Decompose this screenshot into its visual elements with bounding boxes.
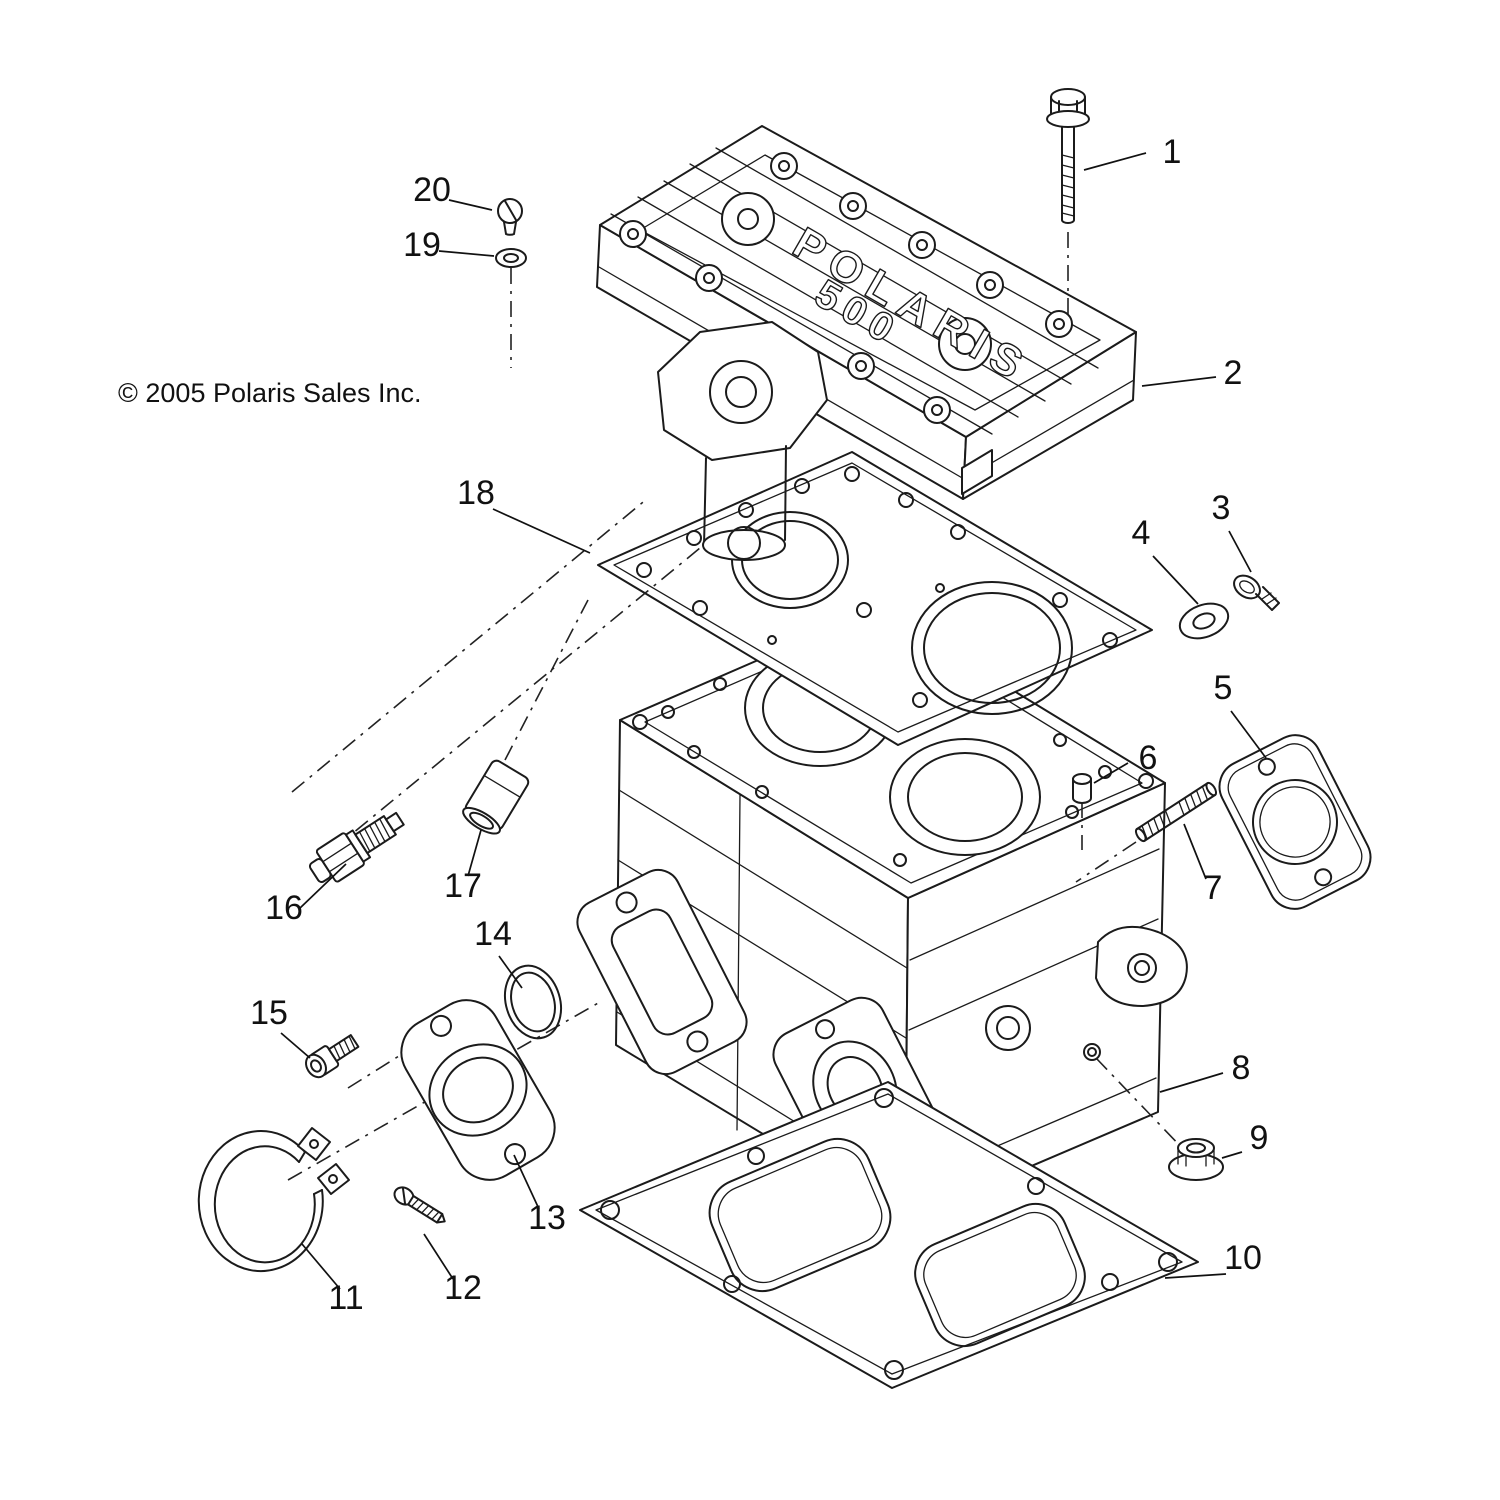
flange-nut xyxy=(1168,1138,1224,1181)
head-bolt xyxy=(1046,88,1090,224)
hose-clamp xyxy=(197,1127,350,1273)
callout-leader-16 xyxy=(298,863,347,910)
callout-leader-11 xyxy=(301,1243,341,1290)
callout-number-5: 5 xyxy=(1214,669,1233,707)
callout-leader-12 xyxy=(423,1233,454,1280)
callout-leader-5 xyxy=(1230,710,1267,759)
callout-number-19: 19 xyxy=(403,226,441,264)
callout-number-15: 15 xyxy=(250,994,288,1032)
o-ring xyxy=(504,964,562,1040)
cylinder-mounting-ear xyxy=(844,925,1188,1186)
callout-number-13: 13 xyxy=(528,1199,566,1237)
callout-leader-3 xyxy=(1228,530,1252,573)
flange-bolt xyxy=(1233,574,1280,611)
cover-screw xyxy=(497,198,523,236)
callout-leader-1 xyxy=(1083,152,1147,171)
callout-number-20: 20 xyxy=(413,171,451,209)
cylinder-head-cover: POLARIS 500 xyxy=(596,125,1137,561)
callout-number-14: 14 xyxy=(474,915,512,953)
callout-leader-7 xyxy=(1183,823,1207,880)
cover-bolt-bosses xyxy=(619,152,1073,424)
callout-number-18: 18 xyxy=(457,474,495,512)
callout-number-10: 10 xyxy=(1224,1239,1262,1277)
callout-number-16: 16 xyxy=(265,889,303,927)
callout-leader-4 xyxy=(1152,555,1199,605)
dowel-pin xyxy=(1072,773,1092,804)
callout-number-1: 1 xyxy=(1163,133,1182,171)
callout-leader-10 xyxy=(1164,1273,1227,1279)
callout-leader-6 xyxy=(1093,762,1129,784)
callout-leader-18 xyxy=(492,508,591,554)
cylinder-stud xyxy=(1134,781,1218,843)
callout-number-7: 7 xyxy=(1204,869,1223,907)
callout-number-3: 3 xyxy=(1212,489,1231,527)
socket-bolt xyxy=(305,1034,360,1079)
callout-leader-8 xyxy=(1159,1072,1224,1093)
head-gasket-holes xyxy=(636,466,1118,708)
callout-number-12: 12 xyxy=(444,1269,482,1307)
callout-leader-14 xyxy=(498,955,523,989)
callout-leader-15 xyxy=(280,1032,311,1059)
exhaust-gasket xyxy=(1218,734,1372,910)
callout-leader-13 xyxy=(513,1154,540,1210)
callout-number-6: 6 xyxy=(1139,739,1158,777)
callout-leader-2 xyxy=(1141,376,1217,387)
cylinder-exhaust-flange xyxy=(576,868,748,1076)
callout-number-9: 9 xyxy=(1250,1119,1269,1157)
thermostat-boss xyxy=(657,321,828,561)
cylinder-base-gasket xyxy=(579,1081,1199,1389)
callout-number-4: 4 xyxy=(1132,514,1151,552)
fitting-plug xyxy=(462,759,530,835)
callout-number-17: 17 xyxy=(444,867,482,905)
callout-leader-17 xyxy=(467,829,482,877)
washer xyxy=(1178,602,1230,640)
copyright-text: © 2005 Polaris Sales Inc. xyxy=(118,378,422,408)
callout-number-11: 11 xyxy=(328,1279,363,1317)
cover-screw-washer xyxy=(495,248,527,268)
callout-leader-19 xyxy=(438,250,495,257)
head-gasket xyxy=(597,451,1153,746)
clamp-screw xyxy=(393,1186,446,1224)
temp-sensor xyxy=(308,811,405,884)
intake-flange xyxy=(400,999,556,1181)
callout-number-8: 8 xyxy=(1232,1049,1251,1087)
callout-number-2: 2 xyxy=(1224,354,1243,392)
base-gasket-holes xyxy=(600,1088,1178,1380)
callout-leader-20 xyxy=(448,199,493,211)
callout-leader-9 xyxy=(1221,1151,1243,1159)
